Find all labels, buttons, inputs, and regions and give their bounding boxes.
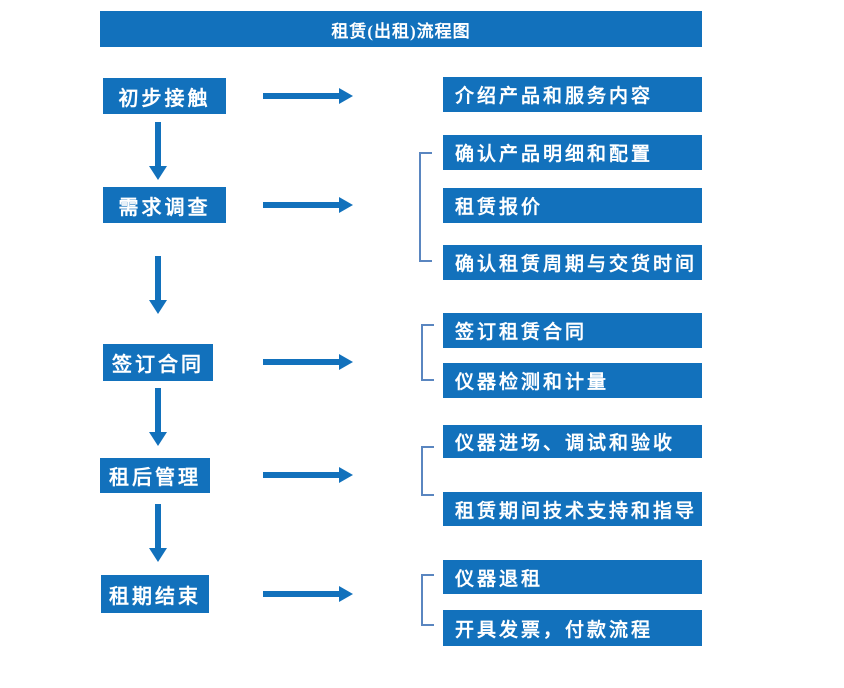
detail-box-instrument-return: 仪器退租 <box>443 560 702 594</box>
right-arrow-shaft <box>263 472 341 478</box>
down-arrow-shaft <box>155 504 161 550</box>
down-arrow-head <box>149 432 167 446</box>
detail-box-instrument-testing: 仪器检测和计量 <box>443 363 702 398</box>
detail-box-tech-support: 租赁期间技术支持和指导 <box>443 492 702 526</box>
step-box-rental-end: 租期结束 <box>101 575 209 613</box>
down-arrow-head <box>149 166 167 180</box>
detail-box-sign-rental-contract: 签订租赁合同 <box>443 313 702 348</box>
right-arrow-shaft <box>263 93 341 99</box>
detail-box-rental-quote: 租赁报价 <box>443 188 702 223</box>
bracket-post-rental-management <box>421 446 434 496</box>
bracket-demand-survey <box>419 152 432 262</box>
down-arrow-1 <box>149 122 167 180</box>
bracket-sign-contract <box>421 324 434 381</box>
right-arrow-shaft <box>263 359 341 365</box>
down-arrow-4 <box>149 504 167 562</box>
right-arrow-head <box>339 467 353 483</box>
step-box-initial-contact: 初步接触 <box>103 78 226 114</box>
step-box-post-rental-management: 租后管理 <box>100 458 210 493</box>
down-arrow-head <box>149 548 167 562</box>
detail-box-confirm-rental-period: 确认租赁周期与交货时间 <box>443 245 702 280</box>
right-arrow-shaft <box>263 591 341 597</box>
right-arrow-4 <box>263 467 353 483</box>
step-box-demand-survey: 需求调查 <box>103 187 226 223</box>
right-arrow-5 <box>263 586 353 602</box>
right-arrow-head <box>339 197 353 213</box>
right-arrow-head <box>339 88 353 104</box>
bracket-rental-end <box>421 574 434 626</box>
step-box-sign-contract: 签订合同 <box>103 344 213 381</box>
right-arrow-2 <box>263 197 353 213</box>
right-arrow-1 <box>263 88 353 104</box>
detail-box-instrument-entry: 仪器进场、调试和验收 <box>443 425 702 458</box>
down-arrow-shaft <box>155 122 161 168</box>
flowchart-title: 租赁(出租)流程图 <box>100 11 702 47</box>
right-arrow-head <box>339 354 353 370</box>
down-arrow-3 <box>149 388 167 446</box>
detail-box-invoice-payment: 开具发票，付款流程 <box>443 610 702 646</box>
down-arrow-head <box>149 300 167 314</box>
detail-box-confirm-product-details: 确认产品明细和配置 <box>443 135 702 170</box>
right-arrow-shaft <box>263 202 341 208</box>
detail-box-introduce-products: 介绍产品和服务内容 <box>443 77 702 112</box>
down-arrow-2 <box>149 256 167 314</box>
right-arrow-head <box>339 586 353 602</box>
right-arrow-3 <box>263 354 353 370</box>
down-arrow-shaft <box>155 256 161 302</box>
down-arrow-shaft <box>155 388 161 434</box>
